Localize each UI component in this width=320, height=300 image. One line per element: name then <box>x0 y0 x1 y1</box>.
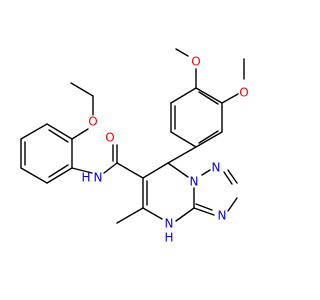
bond <box>198 91 219 105</box>
bond <box>46 167 73 184</box>
bond <box>221 93 239 104</box>
bond <box>71 128 89 140</box>
bonds <box>20 48 245 224</box>
bond <box>46 123 73 140</box>
nitrogen-atom-label: N <box>218 209 227 223</box>
oxygen-atom-label: O <box>191 55 200 69</box>
nitrogen-atom-label: N <box>190 175 199 189</box>
amide-nitrogen-label: N H <box>81 171 102 185</box>
nitrogen-atom-label: N <box>212 161 221 175</box>
atom-labels: O O O O N H N N N N H <box>81 55 248 245</box>
nitrogen-atom-label: N <box>165 217 174 231</box>
bond <box>195 131 223 148</box>
bond <box>20 167 48 184</box>
hydrogen-atom-label: H <box>81 171 90 185</box>
bond <box>175 48 189 57</box>
bond <box>170 87 197 104</box>
bond <box>116 207 144 224</box>
bond <box>103 162 118 174</box>
bond <box>195 203 213 211</box>
bond <box>167 162 189 178</box>
bond <box>227 197 238 212</box>
oxygen-atom-label: O <box>88 115 97 129</box>
bond <box>20 123 48 140</box>
chemical-structure-diagram: O O O O N H N N N N H <box>20 48 249 245</box>
hydrogen-atom-label: H <box>164 231 173 245</box>
bond <box>116 162 144 179</box>
bond <box>48 164 69 178</box>
bond <box>170 131 197 148</box>
bond <box>193 207 215 216</box>
bond <box>195 87 223 104</box>
bond <box>175 207 195 222</box>
bond <box>167 146 197 164</box>
bond <box>48 129 69 143</box>
bond <box>201 169 211 176</box>
oxygen-atom-label: O <box>105 131 114 145</box>
bond <box>142 162 169 179</box>
bond <box>223 171 233 185</box>
bond <box>71 167 93 174</box>
bond <box>142 207 163 220</box>
oxygen-atom-label: O <box>239 86 248 100</box>
ring-nh-label: N H <box>164 217 173 245</box>
bond <box>70 82 94 97</box>
nitrogen-atom-label: N <box>94 171 103 185</box>
bond <box>198 130 219 144</box>
bond <box>227 169 238 184</box>
